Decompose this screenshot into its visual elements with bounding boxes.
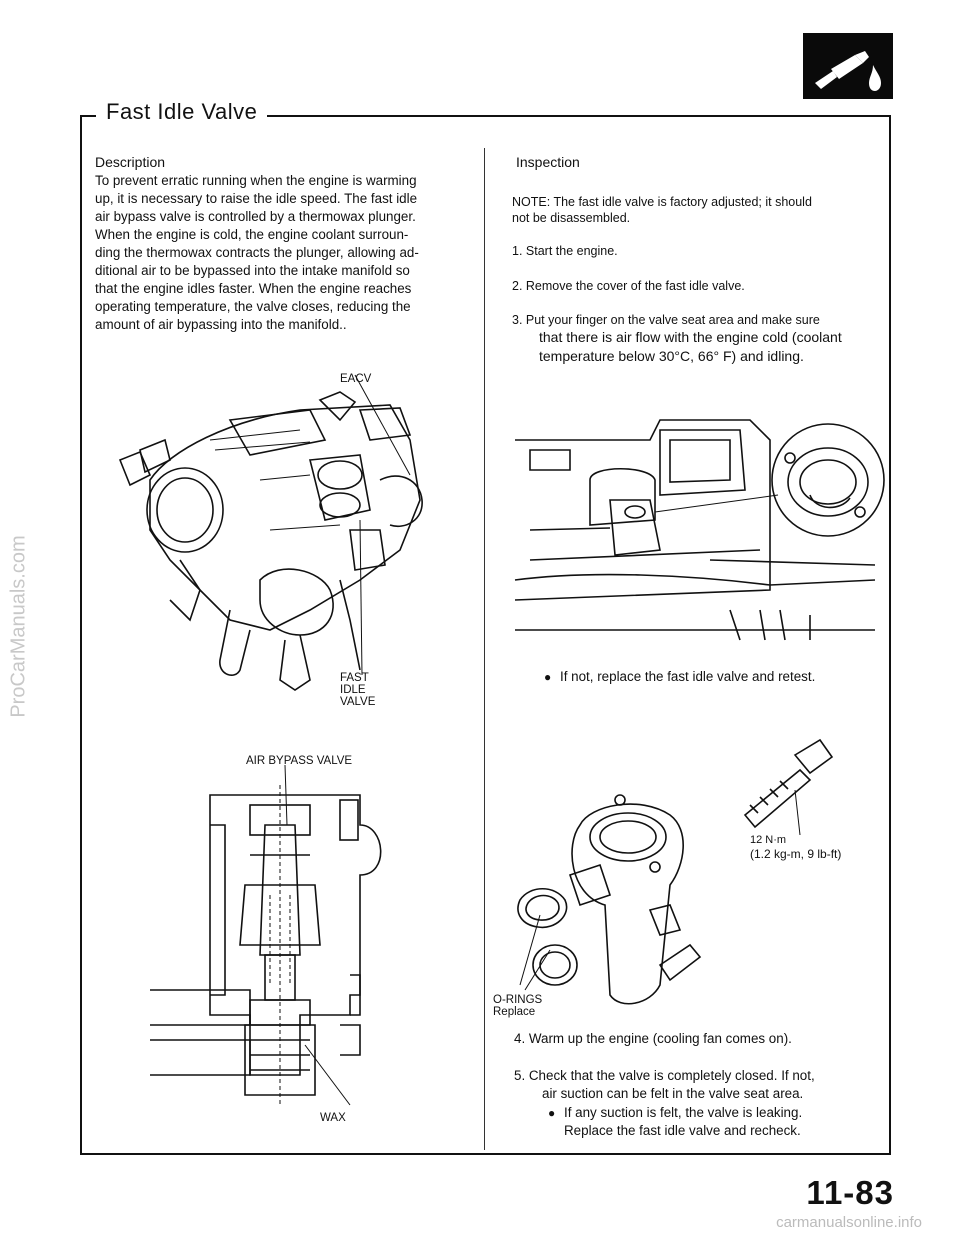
step-3-line: that there is air flow with the engine c… — [539, 329, 842, 345]
throttle-body-illustration — [118, 374, 423, 691]
inspection-heading: Inspection — [516, 154, 580, 170]
step-5-line: 5. Check that the valve is completely cl… — [514, 1068, 815, 1083]
air-bypass-valve-cross-section — [150, 764, 382, 1106]
bullet-suction-line: If any suction is felt, the valve is lea… — [564, 1105, 803, 1120]
description-line: air bypass valve is controlled by a ther… — [95, 209, 416, 224]
step-1: 1. Start the engine. — [512, 244, 618, 258]
fast-idle-valve-label-line: FAST — [340, 672, 369, 684]
bullet-suction-line: Replace the fast idle valve and recheck. — [564, 1123, 801, 1138]
bottom-watermark: carmanualsonline.info — [776, 1214, 922, 1231]
side-watermark-text: ProCarManuals.com — [7, 535, 30, 718]
note-line: not be disassembled. — [512, 211, 631, 225]
fast-idle-valve-exploded — [517, 738, 834, 1005]
description-line: To prevent erratic running when the engi… — [95, 173, 417, 188]
step-5: 5. Check that the valve is completely cl… — [514, 1067, 886, 1103]
page-title: Fast Idle Valve — [96, 99, 268, 125]
description-line: ditional air to be bypassed into the int… — [95, 263, 410, 278]
step-5-line: air suction can be felt in the valve sea… — [542, 1086, 804, 1101]
side-watermark: ProCarManuals.com — [4, 520, 34, 740]
bullet-suction-leaking: If any suction is felt, the valve is lea… — [548, 1104, 886, 1140]
description-line: up, it is necessary to raise the idle sp… — [95, 191, 418, 206]
torque-spec: 12 N·m (1.2 kg-m, 9 lb-ft) — [750, 834, 841, 860]
fast-idle-valve-label-line: VALVE — [340, 696, 376, 708]
torque-spec-line: (1.2 kg-m, 9 lb-ft) — [750, 847, 842, 861]
step-3-line: 3. Put your finger on the valve seat are… — [512, 313, 820, 327]
step-2: 2. Remove the cover of the fast idle val… — [512, 279, 745, 293]
air-bypass-valve-label: AIR BYPASS VALVE — [246, 755, 353, 767]
section-frame — [80, 115, 891, 1155]
eacv-label: EACV — [340, 373, 372, 385]
wax-label: WAX — [320, 1112, 346, 1124]
step-4: 4. Warm up the engine (cooling fan comes… — [514, 1031, 792, 1046]
description-line: amount of air bypassing into the manifol… — [95, 317, 347, 332]
o-rings-label-line: O-RINGS — [493, 994, 543, 1006]
page-number: 11-83 — [806, 1174, 894, 1211]
note-text: NOTE: The fast idle valve is factory adj… — [512, 194, 882, 226]
fast-idle-valve-label-line: IDLE — [340, 684, 366, 696]
step-3-line: temperature below 30°C, 66° F) and idlin… — [539, 348, 804, 364]
description-text: To prevent erratic running when the engi… — [95, 172, 467, 334]
description-heading: Description — [95, 154, 166, 170]
column-divider — [484, 148, 485, 1150]
o-rings-label: O-RINGS Replace — [493, 994, 542, 1018]
step-3: 3. Put your finger on the valve seat are… — [512, 312, 884, 366]
bullet-replace-retest: If not, replace the fast idle valve and … — [544, 669, 815, 685]
description-line: operating temperature, the valve closes,… — [95, 299, 411, 314]
torque-spec-line: 12 N·m — [750, 834, 787, 846]
description-line: that the engine idles faster. When the e… — [95, 281, 412, 296]
fuel-nozzle-icon — [803, 33, 893, 99]
description-line: ding the thermowax contracts the plunger… — [95, 245, 419, 260]
description-line: When the engine is cold, the engine cool… — [95, 227, 409, 242]
o-rings-label-line: Replace — [493, 1006, 536, 1018]
engine-bay-illustration — [514, 419, 885, 641]
note-line: NOTE: The fast idle valve is factory adj… — [512, 195, 812, 209]
fast-idle-valve-label: FAST IDLE VALVE — [340, 672, 375, 708]
